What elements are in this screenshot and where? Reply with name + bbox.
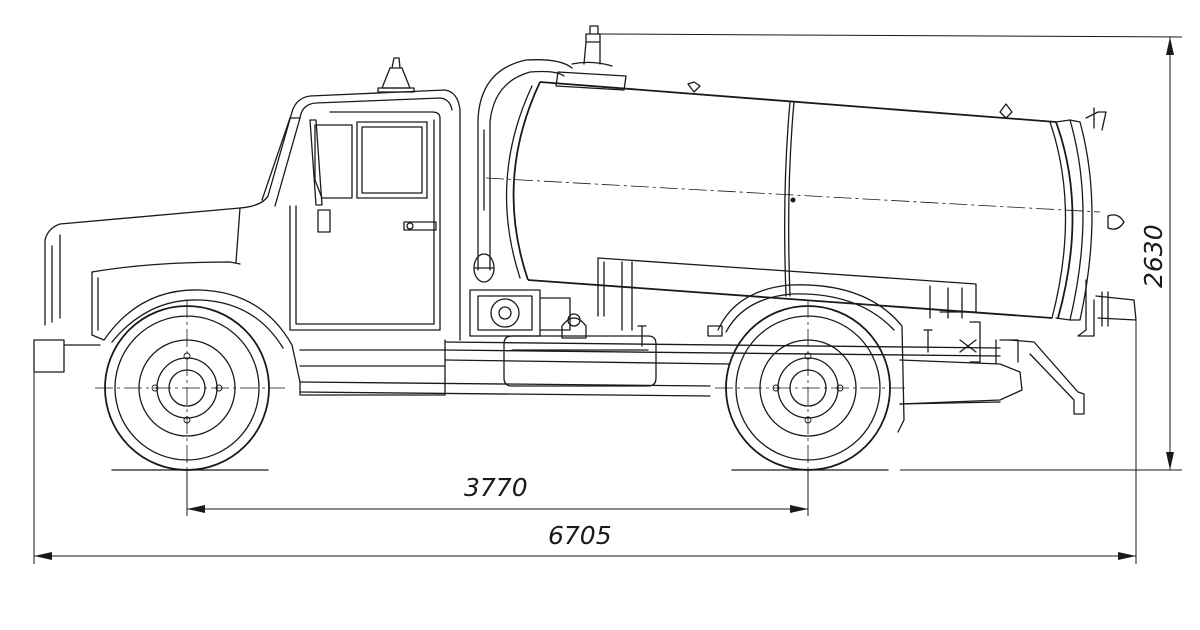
overall-length-dimension: 6705	[34, 521, 1136, 560]
suction-hose	[473, 59, 573, 283]
truck-cab	[33, 57, 461, 396]
overall-height-label: 2630	[1139, 224, 1168, 288]
wheelbase-dimension: 3770	[187, 473, 808, 513]
overall-height-dimension: 2630	[1139, 37, 1174, 470]
overall-length-label: 6705	[548, 521, 612, 550]
chassis-frame	[299, 284, 1085, 433]
vacuum-tank	[485, 25, 1137, 337]
pump-unit	[469, 257, 977, 339]
dimension-extension-lines	[33, 33, 1183, 564]
wheelbase-label: 3770	[464, 473, 528, 502]
